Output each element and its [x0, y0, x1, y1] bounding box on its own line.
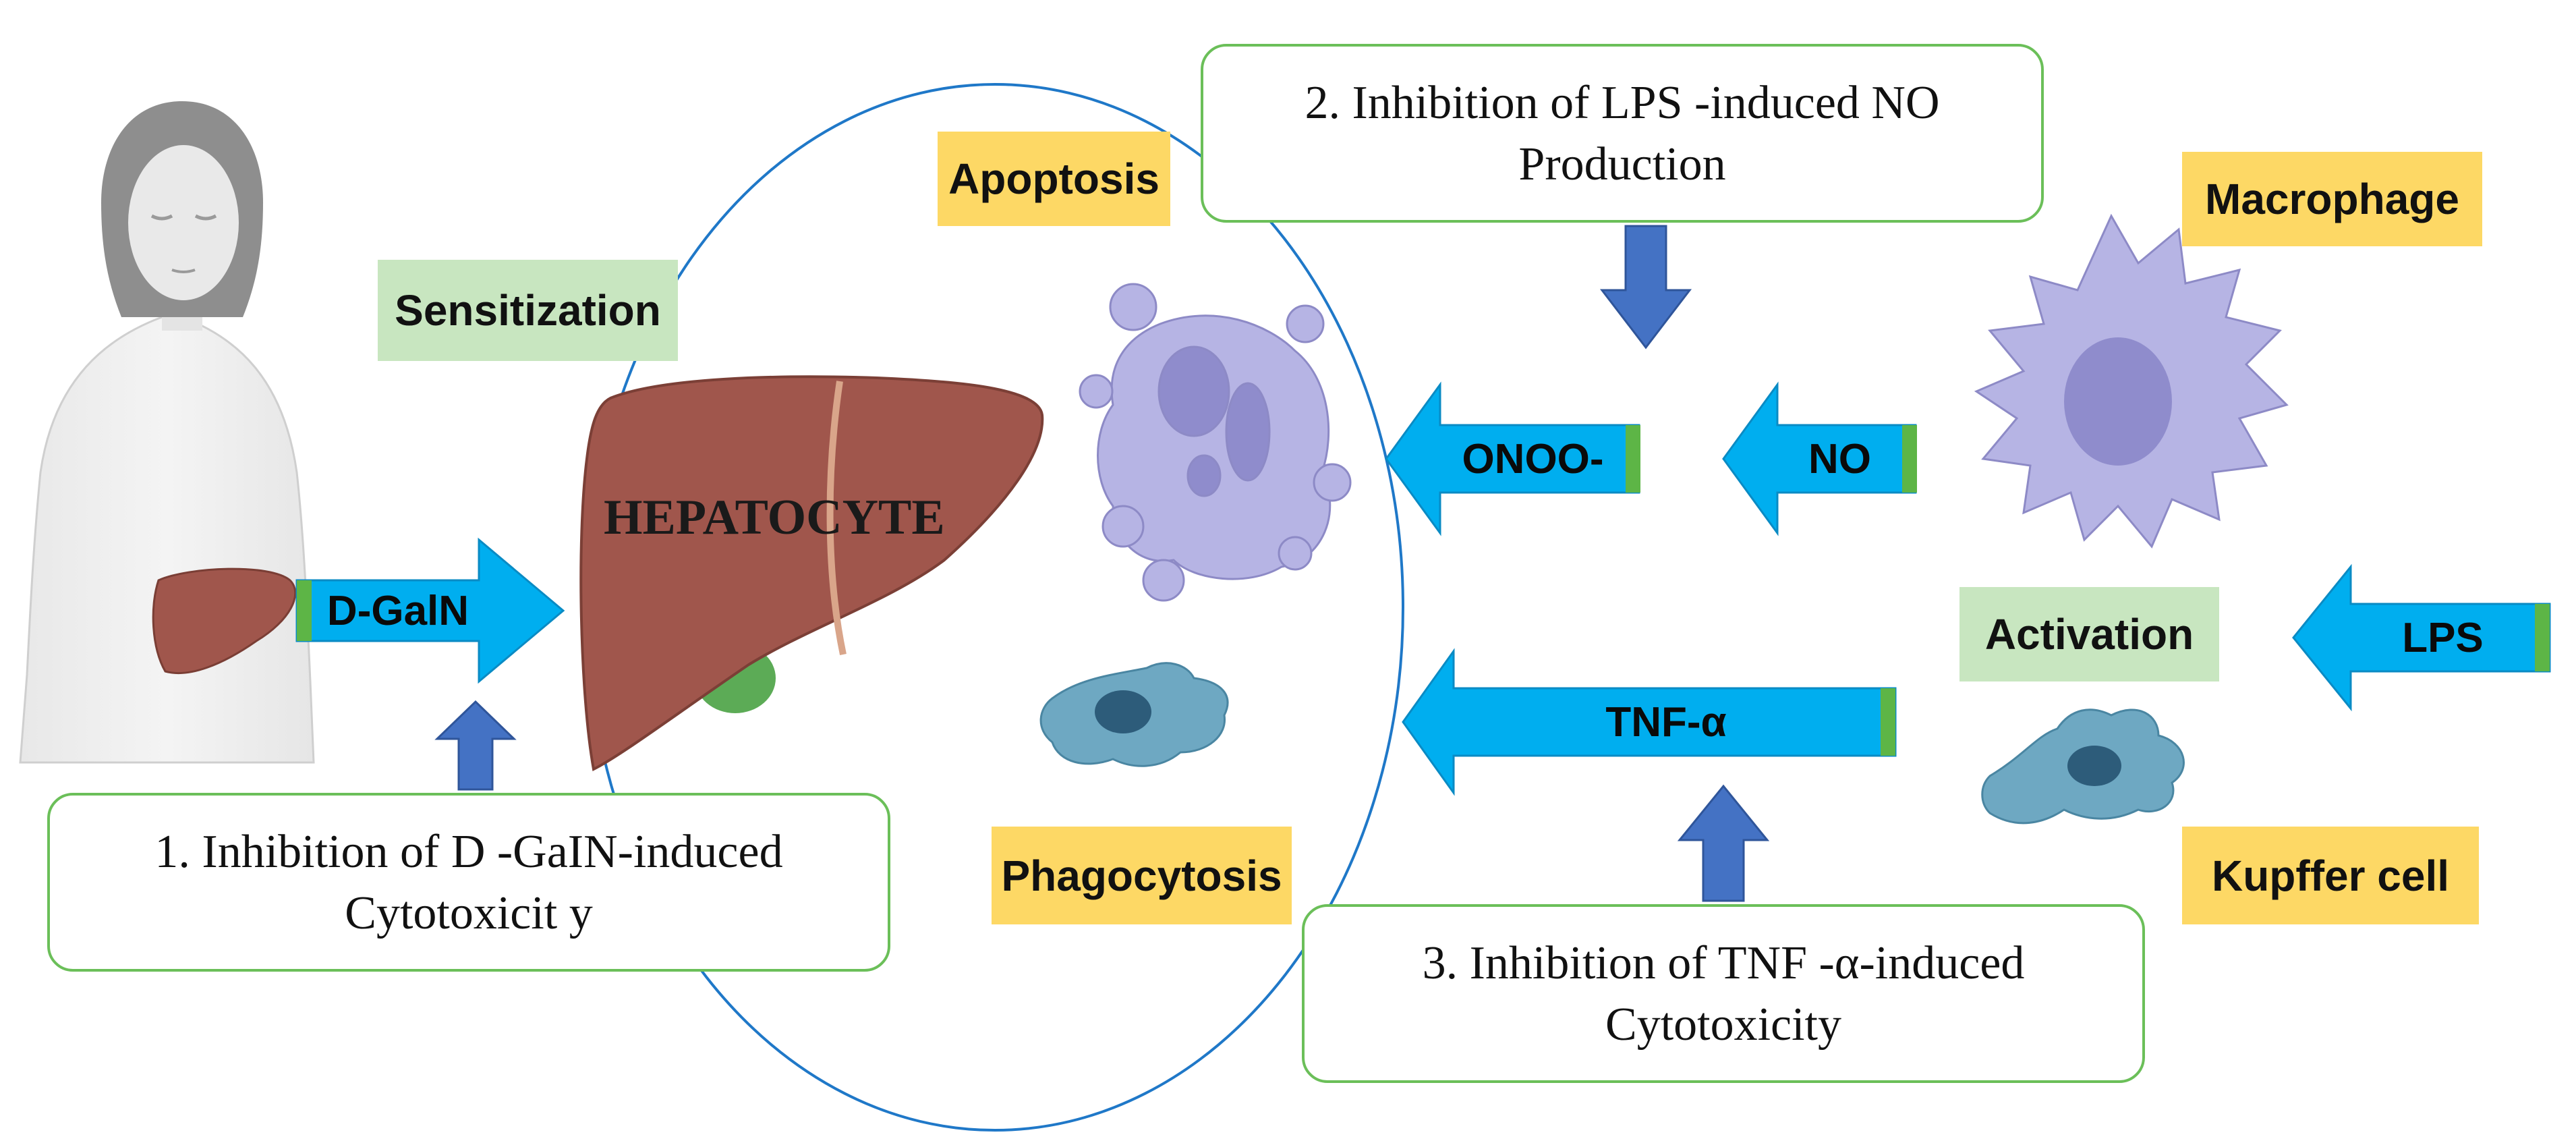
apoptotic-nucleus	[1225, 382, 1271, 482]
human-figure	[19, 101, 315, 764]
label-macrophage: Macrophage	[2182, 152, 2482, 246]
arrow-no	[1722, 381, 1917, 536]
label-activation: Activation	[1959, 587, 2219, 681]
arrow-lps-label: LPS	[2402, 614, 2484, 661]
arrow-dgaln-shape	[295, 537, 565, 684]
label-apoptosis: Apoptosis	[938, 132, 1170, 226]
arrow-tnf-label: TNF-α	[1605, 698, 1727, 746]
arrow-onoo	[1385, 381, 1640, 536]
box-inhibition-lps-line1: 2. Inhibition of LPS -induced NO	[1305, 76, 1940, 129]
box-inhibition-lps: 2. Inhibition of LPS -induced NO Product…	[1201, 44, 2044, 223]
arrow-lps-shape	[2292, 563, 2551, 712]
macrophage-nucleus	[2064, 337, 2172, 466]
arrow-no-stripes	[1902, 425, 1917, 493]
apoptotic-bleb	[1286, 304, 1325, 343]
label-phagocytosis: Phagocytosis	[992, 827, 1292, 924]
small-liver	[152, 567, 297, 675]
apoptotic-bleb	[1109, 283, 1157, 331]
human-face	[128, 145, 239, 300]
arrow-tnf-stripes	[1881, 688, 1895, 756]
arrow-dgaln-stripes	[297, 580, 312, 641]
box-inhibition-tnf-line2: Cytotoxicity	[1605, 998, 1841, 1051]
phagocyte-cell	[1039, 662, 1229, 767]
liver-ligament	[826, 381, 847, 656]
human-mouth	[171, 269, 196, 273]
arrow-onoo-label: ONOO-	[1462, 435, 1604, 482]
label-hepatocyte: HEPATOCYTE	[604, 490, 945, 545]
box-inhibition-lps-line2: Production	[1518, 138, 1726, 190]
arrow-no-shape	[1722, 381, 1917, 536]
arrow-lps	[2292, 563, 2551, 712]
arrow-no-label: NO	[1808, 435, 1871, 482]
kupffer-cell-nucleus	[2067, 746, 2121, 786]
apoptotic-bleb	[1142, 559, 1185, 602]
box-inhibition-tnf: 3. Inhibition of TNF -α-induced Cytotoxi…	[1302, 904, 2145, 1083]
apoptotic-bleb	[1278, 536, 1313, 571]
label-kupffer-cell: Kupffer cell	[2182, 827, 2479, 924]
arrow-down-from-box2	[1599, 225, 1692, 350]
apoptotic-nucleus	[1157, 345, 1230, 437]
box-inhibition-dgaln: 1. Inhibition of D -GaIN-induced Cytotox…	[47, 793, 890, 972]
box-inhibition-dgaln-line2: Cytotoxicit y	[345, 887, 593, 939]
apoptotic-bleb	[1101, 505, 1145, 548]
apoptotic-nucleus	[1186, 454, 1222, 497]
arrow-dgaln	[295, 537, 565, 684]
arrow-tnf-shape	[1402, 648, 1897, 796]
apoptotic-cell-body	[1097, 314, 1332, 580]
human-body	[19, 316, 315, 764]
arrow-onoo-stripes	[1626, 425, 1640, 493]
box-inhibition-dgaln-line1: 1. Inhibition of D -GaIN-induced	[154, 825, 783, 878]
human-eyes	[150, 214, 217, 221]
apoptotic-bleb	[1313, 463, 1352, 502]
phagocyte-nucleus	[1095, 690, 1151, 733]
box-inhibition-tnf-line1: 3. Inhibition of TNF -α-induced	[1422, 937, 2025, 989]
label-sensitization: Sensitization	[378, 260, 678, 361]
arrow-tnf	[1402, 648, 1897, 796]
apoptotic-bleb	[1079, 374, 1114, 409]
liver-shape	[579, 375, 1044, 771]
arrow-dgaln-label: D-GalN	[326, 587, 469, 634]
arrow-up-to-dgaln	[434, 700, 517, 791]
macrophage-cell	[1974, 213, 2289, 549]
arrow-up-to-tnf	[1677, 784, 1770, 902]
kupffer-cell-graphic	[1981, 708, 2185, 825]
hepatocyte-liver	[579, 375, 1044, 771]
arrow-lps-stripes	[2535, 604, 2550, 671]
arrow-onoo-shape	[1385, 381, 1640, 536]
apoptotic-cell	[1079, 283, 1352, 602]
